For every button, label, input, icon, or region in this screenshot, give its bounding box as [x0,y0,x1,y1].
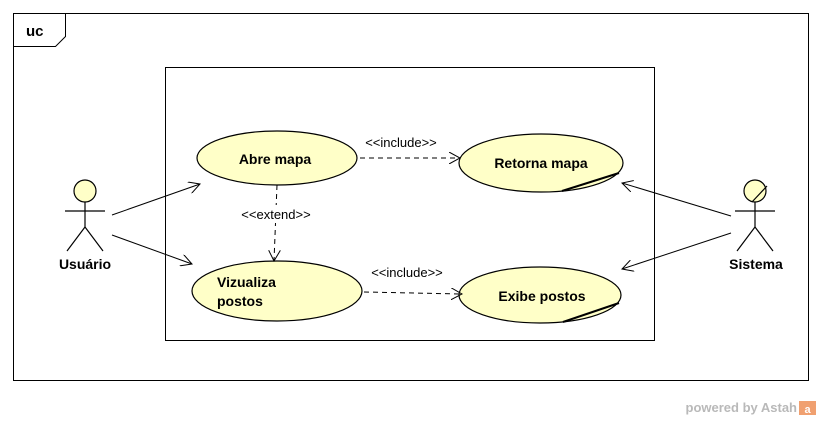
usecase-vizualiza-postos[interactable]: Vizualiza postos [191,260,363,322]
include-label-top: <<include>> [365,135,437,150]
astah-logo-icon: a [799,401,816,416]
usecase-retorna-mapa-label: Retorna mapa [494,155,588,171]
include-dependency-bottom [363,292,462,294]
association-usuario-vizualiza-postos [111,234,192,264]
actor-sistema-label: Sistema [729,256,783,272]
usecase-exibe-postos-label: Exibe postos [498,288,585,304]
actor-sistema[interactable]: Sistema [729,179,783,272]
association-usuario-abre-mapa [111,184,200,216]
svg-text:a: a [804,404,811,416]
uc-frame-tag: uc [26,23,44,40]
extend-label: <<extend>> [241,207,310,222]
actor-usuario-label: Usuário [59,256,111,272]
usecase-exibe-postos[interactable]: Exibe postos [458,266,622,324]
system-boundary [165,67,655,341]
usecase-abre-mapa-label: Abre mapa [239,151,312,167]
actor-usuario[interactable]: Usuário [59,179,111,272]
uc-frame-tag-box [13,13,66,47]
association-sistema-exibe-postos [622,232,732,269]
usecase-abre-mapa[interactable]: Abre mapa [196,130,358,186]
actor-head [73,179,97,203]
association-sistema-retorna-mapa [622,183,732,217]
usecase-vizualiza-postos-line2: postos [217,293,263,309]
usecase-retorna-mapa[interactable]: Retorna mapa [458,133,624,193]
extend-label-bg [232,205,318,223]
usecase-vizualiza-postos-line1: Vizualiza [217,274,276,290]
powered-by-text: powered by Astah [686,400,798,415]
include-label-bottom: <<include>> [371,265,443,280]
uc-frame [13,13,809,381]
